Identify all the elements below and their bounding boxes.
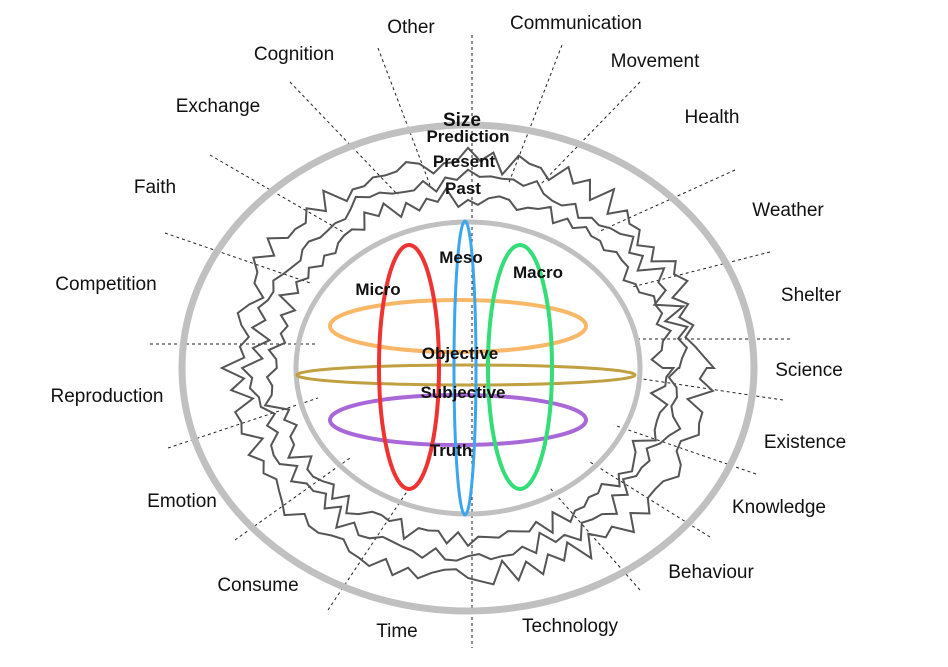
scale-label-macro: Macro [513, 263, 563, 282]
spoke-health [597, 169, 736, 233]
label-consume: Consume [217, 575, 298, 596]
label-technology: Technology [522, 616, 619, 637]
meso-ring [452, 219, 478, 517]
label-behaviour: Behaviour [668, 562, 754, 583]
spoke-consume [327, 489, 409, 611]
label-communication: Communication [510, 13, 642, 34]
spoke-exchange [209, 154, 346, 234]
label-other: Other [387, 17, 435, 38]
spoke-faith [164, 232, 311, 284]
objective-plane [328, 298, 588, 354]
wavy-rings [219, 146, 717, 586]
label-weather: Weather [752, 200, 824, 221]
spoke-knowledge [589, 461, 711, 538]
label-exchange: Exchange [176, 96, 261, 117]
inner-sphere [293, 219, 643, 517]
outer-labels: Other Communication Cognition Movement E… [50, 13, 846, 642]
macro-ring [486, 243, 554, 491]
wavy-ring-prediction [240, 168, 690, 562]
label-science: Science [775, 360, 843, 381]
spokes [150, 35, 790, 648]
layer-label-past: Past [445, 179, 481, 198]
label-competition: Competition [55, 274, 156, 295]
label-existence: Existence [764, 432, 846, 453]
plane-label-truth: Truth [430, 441, 473, 460]
truth-plane [328, 393, 588, 447]
plane-label-objective: Objective [422, 344, 499, 363]
spoke-other [377, 47, 431, 186]
label-faith: Faith [134, 177, 176, 198]
layer-label-size: Size [443, 110, 481, 131]
spoke-communication [507, 44, 563, 186]
wavy-ring-present [263, 186, 676, 548]
wavy-ring-size [219, 146, 717, 586]
spoke-behaviour [549, 487, 641, 591]
scale-label-meso: Meso [439, 248, 482, 267]
layer-label-present: Present [433, 152, 496, 171]
label-shelter: Shelter [781, 285, 842, 306]
subjective-plane [295, 363, 637, 387]
label-reproduction: Reproduction [50, 386, 163, 407]
layer-label-prediction: Prediction [426, 127, 509, 146]
scale-label-micro: Micro [355, 280, 400, 299]
plane-label-subjective: Subjective [420, 383, 505, 402]
outer-ring [178, 121, 758, 615]
micro-ring [377, 243, 441, 491]
label-cognition: Cognition [254, 44, 334, 65]
label-emotion: Emotion [147, 491, 217, 512]
label-health: Health [685, 107, 740, 128]
spoke-cognition [289, 81, 399, 196]
label-movement: Movement [611, 51, 700, 72]
label-time: Time [376, 621, 418, 642]
label-knowledge: Knowledge [732, 497, 826, 518]
